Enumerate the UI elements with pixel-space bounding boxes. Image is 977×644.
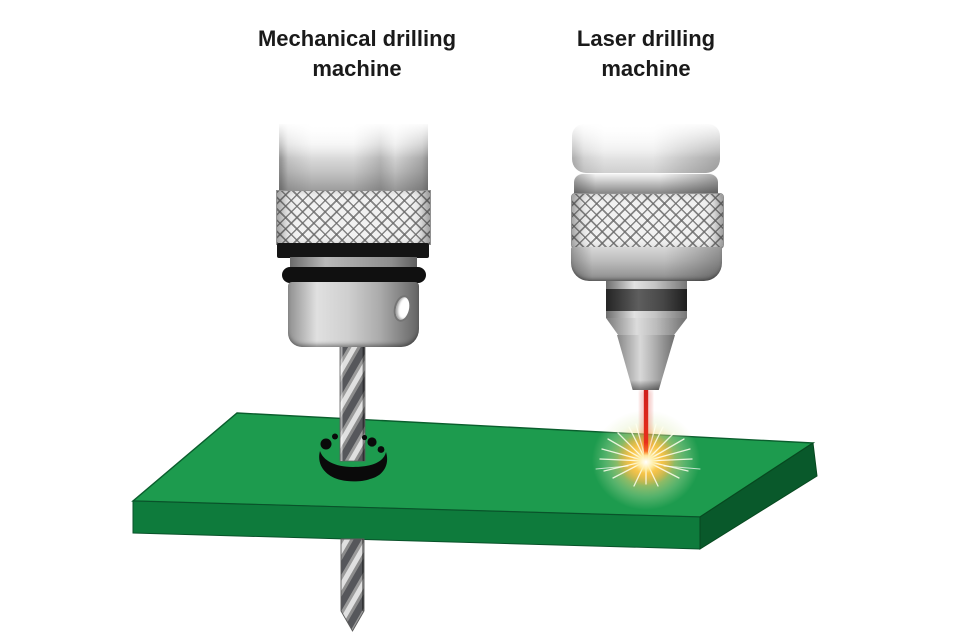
laser-knurled-grip — [571, 193, 724, 249]
drill-bit-lower — [340, 538, 365, 632]
mech-shaft — [279, 124, 428, 190]
mech-collar-black-lower — [282, 267, 426, 283]
board-right-face — [699, 442, 818, 550]
laser-hot-spot — [634, 451, 658, 473]
laser-body-top — [572, 124, 720, 173]
laser-body-bottom — [571, 247, 722, 281]
label-line: machine — [601, 56, 691, 81]
laser-nozzle-taper — [606, 318, 687, 335]
board-top-face — [131, 412, 816, 518]
mech-collar-black-upper — [277, 243, 429, 258]
laser-beam — [634, 389, 658, 473]
drill-bit-upper — [339, 344, 366, 462]
mech-knurled-grip — [276, 190, 431, 245]
label-line: Laser drilling — [576, 26, 716, 51]
drill-swarf-splash — [319, 433, 388, 482]
label-line: machine — [312, 56, 402, 81]
label-line: Mechanical drilling — [257, 26, 457, 51]
mech-collar-gray — [290, 257, 417, 268]
label-mechanical-drilling-machine: Mechanical drilling machine — [207, 24, 507, 84]
label-laser-drilling-machine: Laser drilling machine — [496, 24, 796, 84]
laser-neck-ring — [574, 173, 718, 194]
laser-nozzle-dark-band — [606, 289, 687, 311]
